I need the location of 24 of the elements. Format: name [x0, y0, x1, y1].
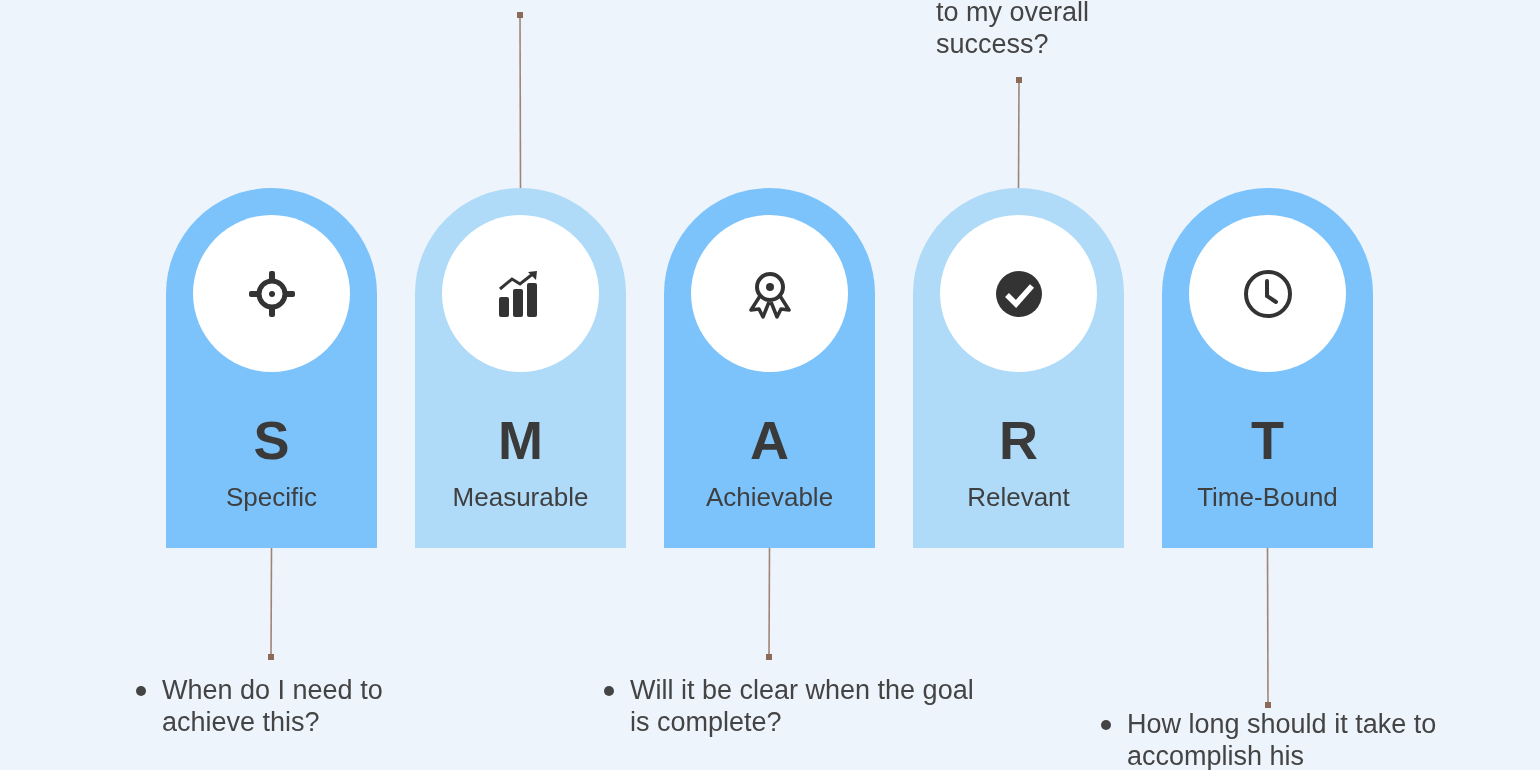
leader-line [517, 12, 523, 189]
pillar-card [1162, 188, 1373, 548]
letter-heading: R [998, 409, 1039, 472]
letter-heading: S [252, 409, 291, 472]
leader-line [268, 547, 274, 660]
bullet-item: Will it be clear when the goal is complete? [600, 674, 1000, 738]
pillar-card [913, 188, 1124, 548]
pillar-title: Time-Bound [1196, 481, 1339, 514]
pillar-title: Specific [224, 481, 318, 514]
pillar-card [664, 188, 875, 548]
letter-heading: M [497, 409, 544, 472]
leader-line [1265, 547, 1271, 708]
bullet-item: How long should it take to accomplish his [1097, 708, 1477, 770]
note-text: to my overall success? [936, 0, 1196, 80]
pillar-title: Achievable [704, 481, 835, 514]
letter-heading: T [1250, 409, 1285, 472]
leader-line [1016, 77, 1022, 189]
pillar-title: Relevant [966, 481, 1071, 514]
pillar-card [166, 188, 377, 548]
leader-line [766, 547, 772, 660]
bullet-item: When do I need to achieve this? [132, 674, 462, 738]
pillar-title: Measurable [451, 481, 590, 514]
pillar-card [415, 188, 626, 548]
letter-heading: A [749, 409, 790, 472]
